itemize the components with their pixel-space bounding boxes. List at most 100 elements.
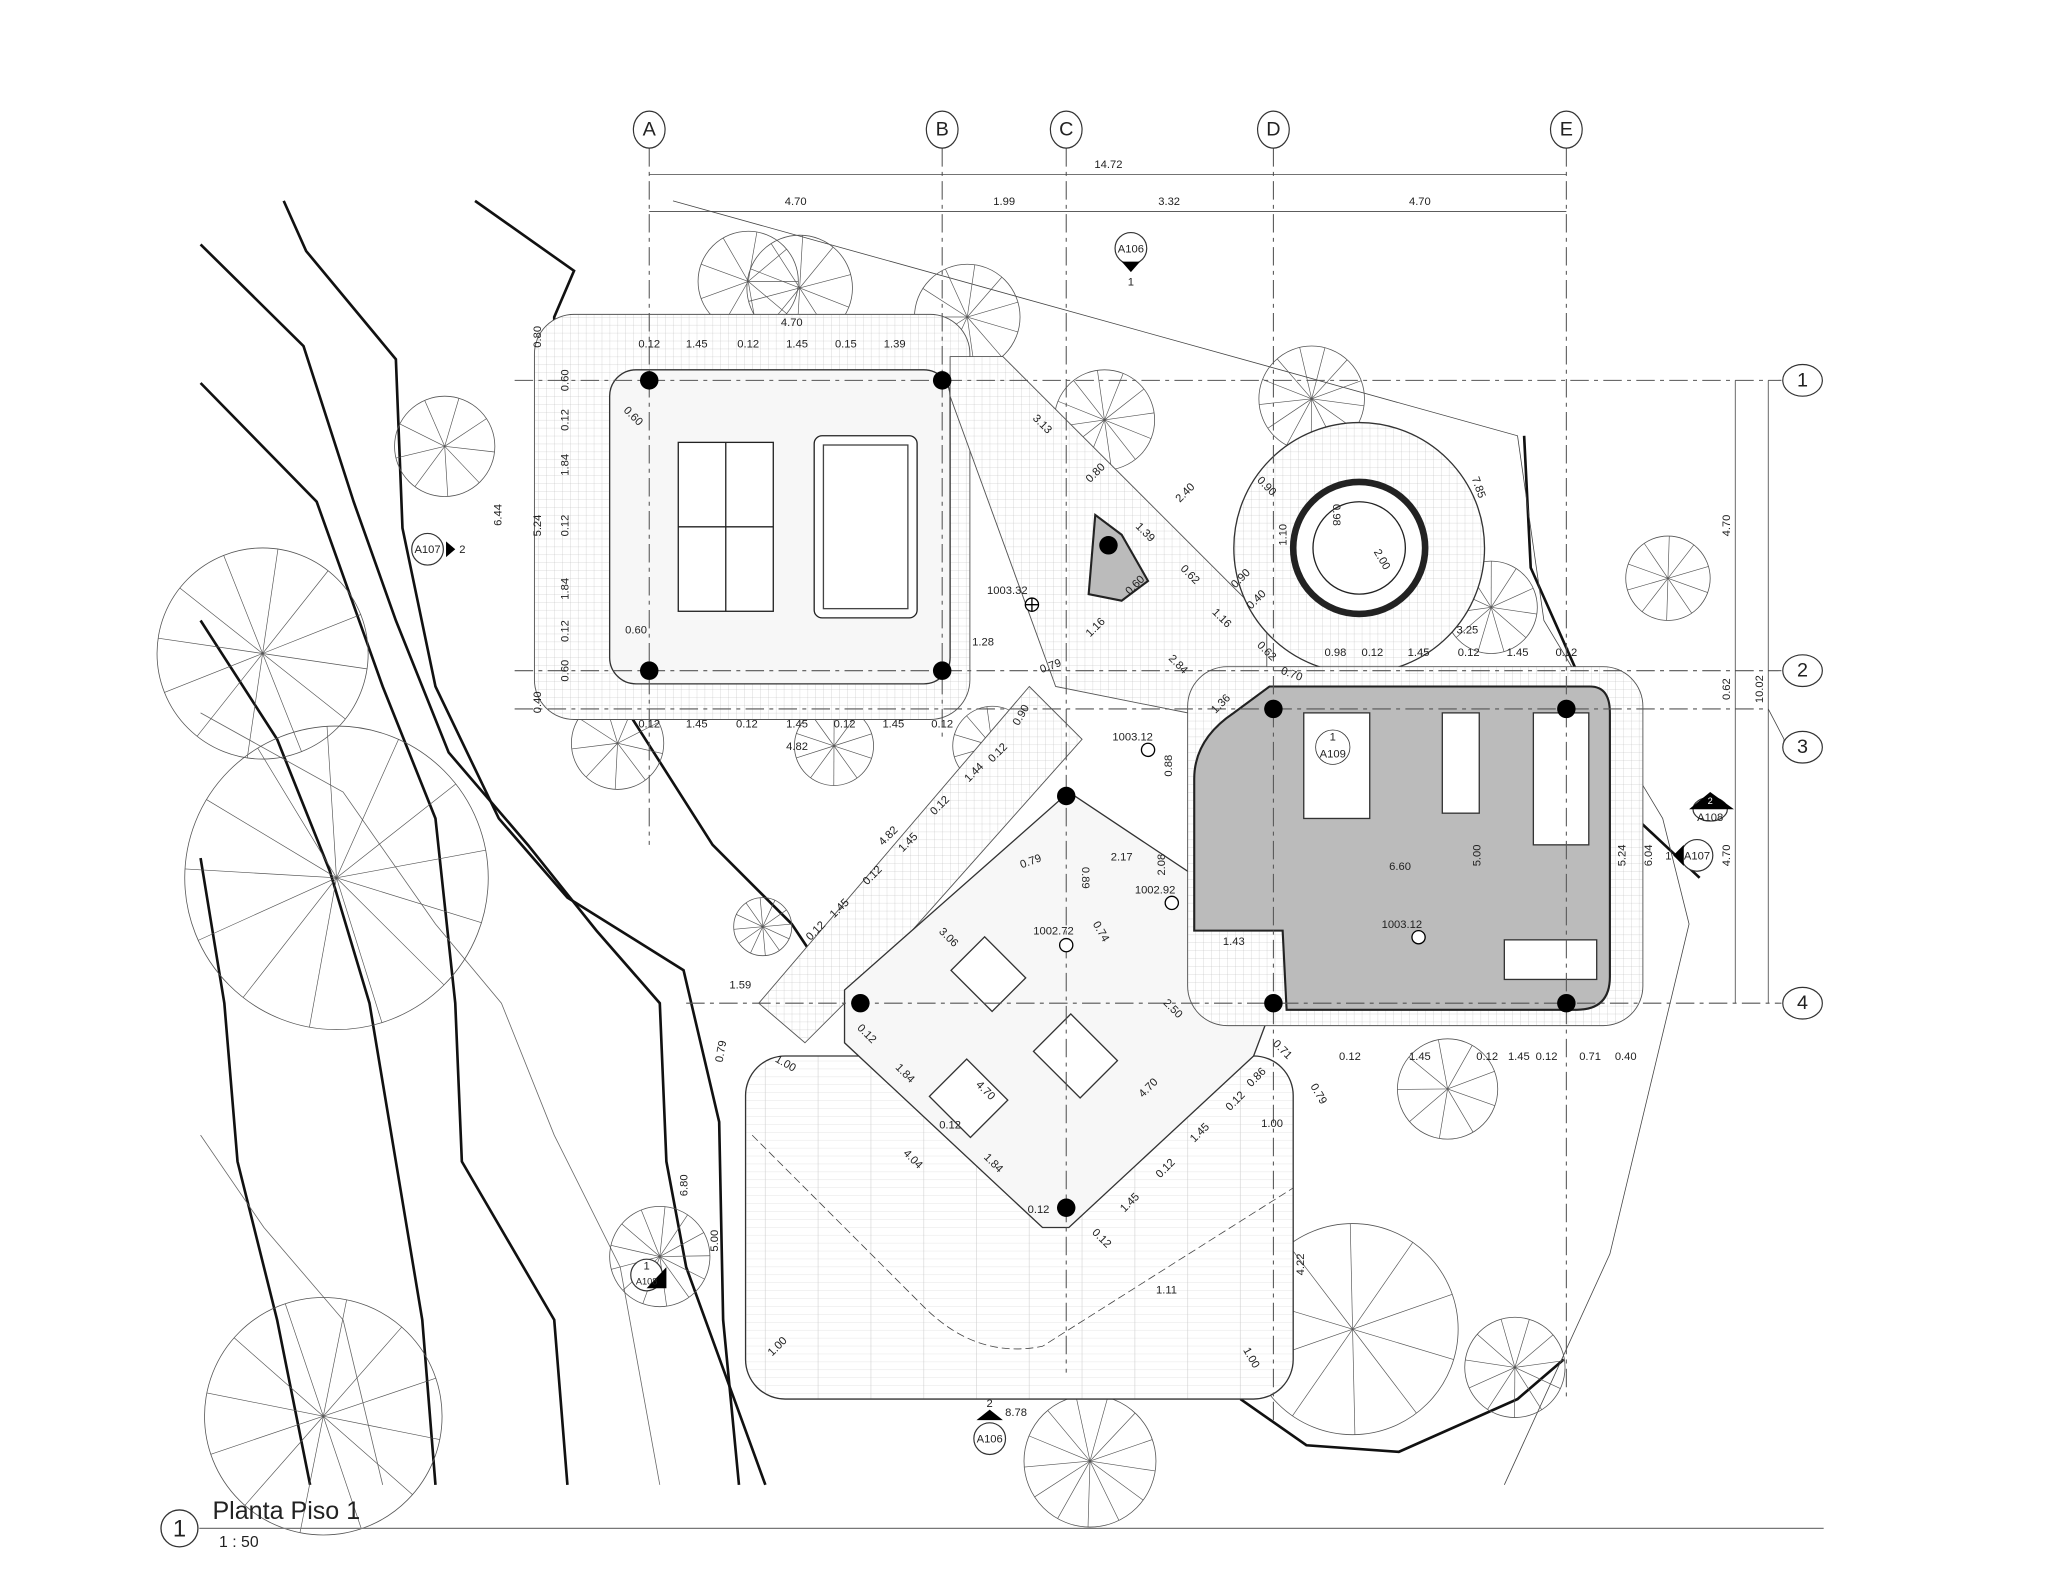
dimension-label: 0.88	[1163, 755, 1175, 777]
svg-text:1003.12: 1003.12	[1382, 919, 1423, 931]
svg-text:C: C	[1059, 119, 1073, 141]
grid-bubble-A: A	[632, 110, 666, 149]
svg-text:2: 2	[1797, 660, 1808, 682]
dimension-label: 0.12	[560, 620, 572, 642]
column-marker	[640, 661, 659, 680]
svg-text:1: 1	[1797, 369, 1808, 391]
dimension-label: 4.22	[1295, 1254, 1307, 1276]
svg-text:3: 3	[1797, 736, 1808, 758]
svg-text:4: 4	[1797, 992, 1808, 1014]
column-marker	[640, 371, 659, 390]
deck-ramp	[751, 1134, 1294, 1350]
tree-icon	[733, 897, 793, 957]
trees	[156, 230, 1711, 1536]
right-dimensions: 4.70 0.62 4.70 10.02	[1721, 380, 1769, 1004]
grid-bubble-4: 4	[1782, 986, 1823, 1020]
dimension-label: 3.25	[1456, 625, 1478, 637]
spiral-stair	[1233, 421, 1486, 674]
dimension-label: 1.45	[1408, 647, 1430, 659]
tree-icon	[156, 547, 369, 760]
gym-room	[1187, 666, 1644, 1027]
dimension-label: 6.04	[1643, 844, 1655, 866]
dimension-label: 1.10	[1278, 524, 1290, 546]
dimension-label: 0.71	[1579, 1051, 1601, 1063]
dimension-label: 4.82	[786, 741, 808, 753]
grid-bubble-B: B	[925, 110, 959, 149]
level-marker: 1003.12	[1382, 919, 1426, 945]
dimension-label: 6.80	[679, 1174, 691, 1196]
dimension-label: 1.45	[786, 718, 808, 730]
svg-text:A108: A108	[636, 1276, 658, 1286]
grid-bubble-C: C	[1049, 110, 1083, 149]
dimension-label: 1.45	[1507, 647, 1529, 659]
svg-text:1002.72: 1002.72	[1033, 926, 1074, 938]
svg-text:1: 1	[1330, 732, 1336, 744]
svg-text:1003.32: 1003.32	[987, 585, 1027, 597]
tree-icon	[1464, 1316, 1566, 1418]
dimension-label: 4.70	[781, 317, 803, 329]
svg-text:4.70: 4.70	[1409, 196, 1431, 208]
svg-text:4.70: 4.70	[785, 196, 807, 208]
column-marker	[1056, 1198, 1076, 1217]
view-title: 1 Planta Piso 1 1 : 50	[160, 1497, 1824, 1551]
terrain-contours	[199, 199, 1701, 1486]
dimension-label: 0.89	[1079, 867, 1091, 889]
svg-text:4.70: 4.70	[1721, 844, 1733, 866]
svg-text:A106: A106	[1118, 243, 1144, 255]
view-number: 1	[173, 1515, 186, 1542]
dimension-label: 1.28	[972, 637, 994, 649]
svg-text:A108: A108	[1697, 812, 1723, 824]
column-marker	[1557, 699, 1576, 719]
dimension-label: 0.40	[1615, 1051, 1637, 1063]
dimension-label: 1.45	[786, 338, 808, 350]
svg-text:1: 1	[643, 1261, 649, 1273]
dimension-label: 0.12	[736, 718, 758, 730]
level-marker: 1003.32	[987, 585, 1040, 612]
level-marker: 1002.92	[1135, 885, 1180, 911]
svg-text:1003.12: 1003.12	[1112, 732, 1153, 744]
dimension-label: 1.39	[884, 338, 906, 350]
pool-table	[813, 435, 918, 619]
tree-icon	[1397, 1038, 1499, 1140]
dimension-label: 0.12	[1536, 1051, 1558, 1063]
tree-icon	[394, 395, 496, 497]
tree-icon	[204, 1297, 443, 1536]
dimension-label: 1.84	[560, 578, 572, 600]
column-marker	[1099, 536, 1118, 555]
column-marker	[1264, 993, 1283, 1013]
dimension-label: 0.15	[835, 338, 857, 350]
dimension-label: 0.12	[1476, 1051, 1498, 1063]
svg-text:0.62: 0.62	[1721, 678, 1733, 700]
view-title-text: Planta Piso 1	[212, 1497, 360, 1525]
dimension-label: 7.85	[1469, 475, 1488, 500]
column-marker	[932, 371, 952, 390]
column-marker	[851, 993, 870, 1013]
svg-text:1.99: 1.99	[993, 196, 1015, 208]
dimension-label: 5.00	[1472, 844, 1484, 866]
column-marker	[1557, 993, 1576, 1013]
svg-text:E: E	[1560, 119, 1573, 141]
dimension-label: 1.45	[1508, 1051, 1530, 1063]
dimension-label: 1.45	[1409, 1051, 1431, 1063]
dimension-label: 0.60	[560, 660, 572, 682]
svg-text:14.72: 14.72	[1094, 159, 1122, 171]
dimension-label: 0.12	[1339, 1051, 1361, 1063]
dimension-label: 0.12	[560, 515, 572, 537]
dimension-label: 0.12	[638, 338, 660, 350]
svg-text:A107: A107	[1684, 850, 1710, 862]
dimension-label: 1.43	[1223, 936, 1245, 948]
dimension-label: 1.45	[686, 338, 708, 350]
dimension-label: 1.11	[1156, 1285, 1177, 1297]
svg-text:2: 2	[987, 1398, 993, 1410]
dimension-label: 5.00	[709, 1230, 721, 1252]
view-scale: 1 : 50	[219, 1534, 259, 1551]
dimension-label: 0.98	[1325, 647, 1347, 659]
dimension-label: 0.12	[1458, 647, 1480, 659]
svg-text:D: D	[1266, 119, 1280, 141]
dimension-label: 5.24	[532, 515, 544, 537]
